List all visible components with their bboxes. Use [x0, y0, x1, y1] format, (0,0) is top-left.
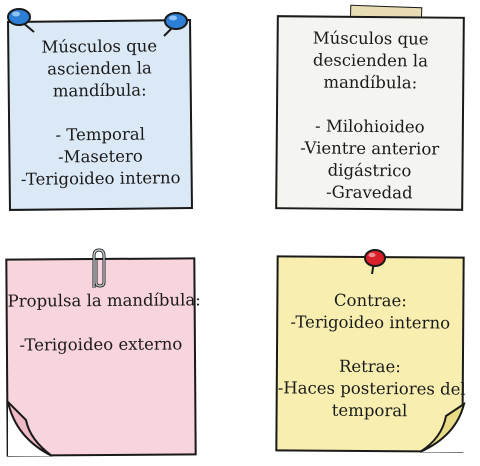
line-gap — [278, 93, 462, 117]
note-ascending-muscles: Músculos que ascienden la mandíbula: - T… — [7, 19, 193, 211]
note-line: Contrae: — [333, 290, 407, 311]
note-line: mandíbula: — [52, 80, 147, 101]
note-line: Retrae: — [338, 356, 401, 377]
line-gap — [278, 333, 462, 356]
curled-corner — [419, 402, 466, 453]
curled-corner — [6, 400, 53, 457]
note-line: - Temporal — [55, 124, 146, 145]
note-line: Propulsa la mandíbula: — [7, 290, 201, 311]
line-gap — [8, 311, 194, 334]
note-text: Músculos que ascienden la mandíbula: - T… — [9, 35, 191, 191]
note-text: Propulsa la mandíbula: -Terigoideo exter… — [7, 289, 201, 356]
note-line: -Vientre anterior — [300, 138, 440, 159]
note-text: Músculos que descienden la mandíbula: - … — [277, 27, 463, 205]
note-line: -Terigoideo interno — [20, 168, 181, 189]
blue-pushpin-icon — [163, 12, 188, 37]
line-gap — [10, 101, 190, 125]
note-line: - Milohioideo — [315, 116, 425, 137]
note-line: -Haces posteriores del — [277, 378, 466, 399]
paperclip-icon — [92, 248, 106, 288]
red-pushpin-icon — [364, 249, 386, 275]
note-line: digástrico — [327, 160, 412, 181]
note-line: mandíbula: — [323, 72, 418, 93]
note-line: -Gravedad — [325, 182, 413, 203]
note-descending-muscles: Músculos que descienden la mandíbula: - … — [275, 15, 465, 211]
note-line: Músculos que — [312, 28, 429, 49]
note-line: descienden la — [312, 50, 429, 71]
note-line: ascienden la — [47, 58, 152, 79]
note-line: -Terigoideo interno — [290, 312, 451, 333]
note-line: -Masetero — [57, 146, 143, 167]
blue-pushpin-icon — [7, 8, 35, 33]
note-line: -Terigoideo externo — [19, 334, 183, 355]
